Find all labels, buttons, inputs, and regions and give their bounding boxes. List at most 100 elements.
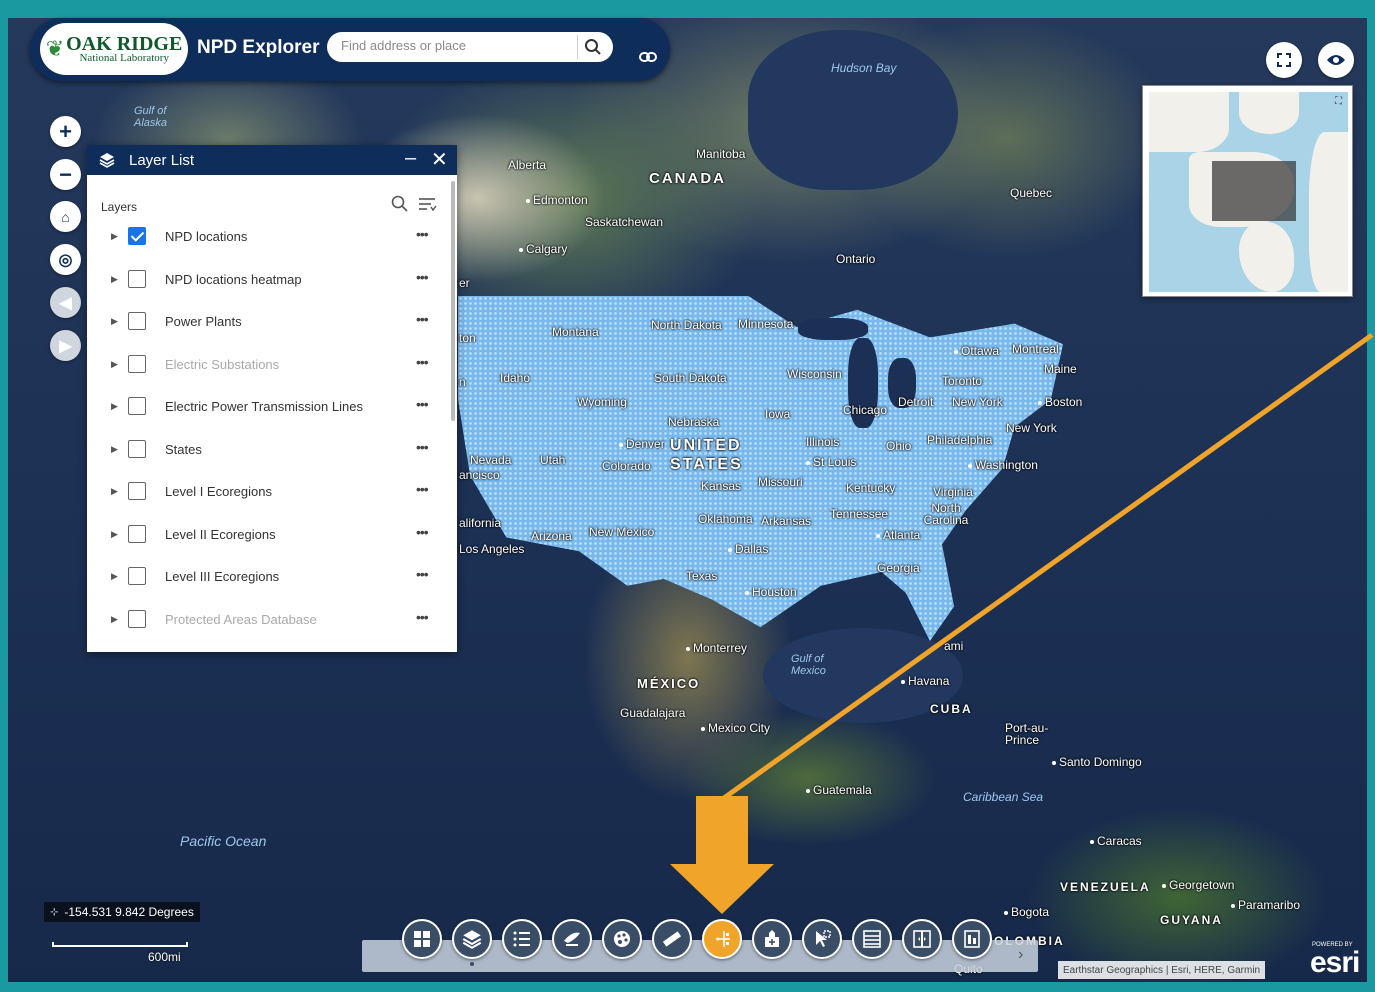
overview-extent-box[interactable] — [1212, 161, 1296, 221]
layer-row[interactable]: ▶Power Plants••• — [87, 302, 457, 345]
layer-row[interactable]: ▶Level I Ecoregions••• — [87, 472, 457, 515]
add-data-tool-button[interactable] — [752, 919, 792, 959]
layer-options-icon[interactable]: ••• — [416, 566, 429, 582]
zoom-out-button[interactable]: − — [50, 159, 81, 190]
crosshair-icon: ⊹ — [50, 906, 59, 918]
fullscreen-button[interactable] — [1266, 42, 1302, 78]
toolbar-next-button[interactable]: › — [1018, 946, 1024, 963]
layer-visibility-checkbox[interactable] — [128, 609, 146, 628]
overview-map-canvas[interactable]: ⛶ — [1149, 92, 1348, 292]
coordinate-text: -154.531 9.842 Degrees — [64, 905, 194, 919]
grid-tool-button[interactable] — [402, 919, 442, 959]
list-options-button[interactable] — [417, 195, 437, 218]
layer-row[interactable]: ▶ Electric Power Transmission Lines ••• — [87, 387, 457, 430]
label-st-louis: St Louis — [806, 455, 856, 469]
layer-visibility-checkbox[interactable] — [128, 567, 146, 585]
label-virginia: Virginia — [933, 485, 973, 499]
label-new-york-state: New York — [952, 395, 1003, 409]
expand-caret-icon[interactable]: ▶ — [111, 613, 118, 624]
expand-caret-icon[interactable]: ▶ — [111, 401, 118, 411]
zoom-in-button[interactable]: + — [50, 116, 81, 147]
layer-row[interactable]: ▶States••• — [87, 430, 457, 473]
coordinate-readout[interactable]: ⊹ -154.531 9.842 Degrees — [44, 902, 200, 922]
layer-options-icon[interactable]: ••• — [416, 311, 429, 327]
print-palette-icon — [612, 929, 632, 949]
next-extent-button[interactable]: ▶ — [50, 330, 81, 361]
expand-caret-icon[interactable]: ▶ — [111, 443, 118, 454]
layer-row[interactable]: ▶ NPD locations ••• — [87, 217, 457, 260]
label-guadalajara: Guadalajara — [620, 706, 686, 720]
expand-caret-icon[interactable]: ▶ — [111, 231, 118, 241]
overview-toggle-button[interactable] — [1318, 42, 1354, 78]
expand-caret-icon[interactable]: ▶ — [111, 316, 118, 326]
info-tool-button[interactable] — [952, 919, 992, 959]
scrollbar[interactable] — [451, 181, 455, 421]
expand-caret-icon[interactable]: ▶ — [111, 528, 118, 539]
layer-options-icon[interactable]: ••• — [416, 353, 429, 370]
minimize-button[interactable]: – — [405, 147, 417, 169]
label-ottawa: Ottawa — [954, 344, 999, 358]
previous-extent-button[interactable]: ◀ — [50, 287, 81, 318]
label-quebec: Quebec — [1010, 186, 1053, 200]
coordinate-conversion-tool-button[interactable] — [702, 919, 742, 959]
close-button[interactable]: ✕ — [431, 149, 448, 171]
layer-visibility-checkbox[interactable] — [128, 312, 146, 330]
label-ontario: Ontario — [836, 252, 876, 266]
add-data-icon — [762, 929, 782, 949]
attribute-table-tool-button[interactable] — [852, 919, 892, 959]
expand-icon[interactable]: ⛶ — [1335, 96, 1342, 107]
expand-caret-icon[interactable]: ▶ — [111, 273, 118, 284]
layer-visibility-checkbox[interactable] — [128, 227, 146, 245]
label-california: alifornia — [459, 516, 502, 530]
home-button[interactable]: ⌂ — [50, 201, 81, 232]
legend-tool-button[interactable] — [502, 919, 542, 959]
label-canada: CANADA — [649, 170, 726, 187]
swipe-tool-button[interactable] — [902, 919, 942, 959]
expand-caret-icon[interactable]: ▶ — [111, 486, 118, 496]
layer-row[interactable]: ▶Level II Ecoregions••• — [87, 515, 457, 558]
layer-visibility-checkbox[interactable] — [128, 354, 146, 373]
locate-button[interactable]: ◎ — [50, 244, 81, 275]
layer-options-icon[interactable]: ••• — [416, 438, 429, 455]
label-havana: Havana — [901, 674, 949, 688]
layer-name: Electric Power Transmission Lines — [165, 399, 363, 414]
label-edmonton: Edmonton — [526, 193, 588, 207]
layer-visibility-checkbox[interactable] — [128, 397, 146, 415]
filter-search-button[interactable] — [391, 195, 409, 218]
layer-visibility-checkbox[interactable] — [128, 482, 146, 500]
layer-options-icon[interactable]: ••• — [416, 608, 429, 625]
select-tool-button[interactable] — [802, 919, 842, 959]
layer-name: NPD locations — [165, 229, 248, 244]
layer-row[interactable]: ▶Protected Areas Database••• — [87, 600, 457, 643]
layer-options-icon[interactable]: ••• — [416, 396, 429, 412]
layer-options-icon[interactable]: ••• — [416, 268, 429, 285]
layer-visibility-checkbox[interactable] — [128, 439, 146, 458]
basemap-tool-button[interactable] — [552, 919, 592, 959]
layer-list-header: Layer List – ✕ — [87, 145, 457, 175]
layer-visibility-checkbox[interactable] — [128, 524, 146, 543]
search-input[interactable] — [341, 38, 561, 53]
layer-options-icon[interactable]: ••• — [416, 226, 429, 242]
label-los-angeles: Los Angeles — [459, 542, 525, 556]
measure-tool-button[interactable] — [652, 919, 692, 959]
layer-options-icon[interactable]: ••• — [416, 523, 429, 540]
layer-visibility-checkbox[interactable] — [128, 269, 146, 288]
layers-tool-button[interactable] — [452, 919, 492, 959]
label-bogota: Bogota — [1004, 905, 1049, 919]
print-palette-tool-button[interactable] — [602, 919, 642, 959]
app-title: NPD Explorer — [197, 37, 320, 58]
attribution[interactable]: Earthstar Geographics | Esri, HERE, Garm… — [1058, 961, 1266, 979]
layer-row[interactable]: ▶Level III Ecoregions••• — [87, 557, 457, 600]
ornl-logo[interactable]: ❦ OAK RIDGE National Laboratory — [40, 23, 188, 75]
expand-caret-icon[interactable]: ▶ — [111, 358, 118, 369]
layer-options-icon[interactable]: ••• — [416, 481, 429, 497]
share-link-button[interactable] — [634, 43, 662, 71]
overview-map[interactable]: ⛶ — [1142, 85, 1353, 297]
water-hudson — [748, 30, 958, 190]
label-utah: Utah — [540, 453, 566, 467]
label-colorado: Colorado — [602, 459, 651, 473]
layer-row[interactable]: ▶Electric Substations••• — [87, 345, 457, 388]
layer-row[interactable]: ▶NPD locations heatmap••• — [87, 260, 457, 303]
expand-caret-icon[interactable]: ▶ — [111, 571, 118, 581]
search-button[interactable] — [577, 35, 607, 59]
